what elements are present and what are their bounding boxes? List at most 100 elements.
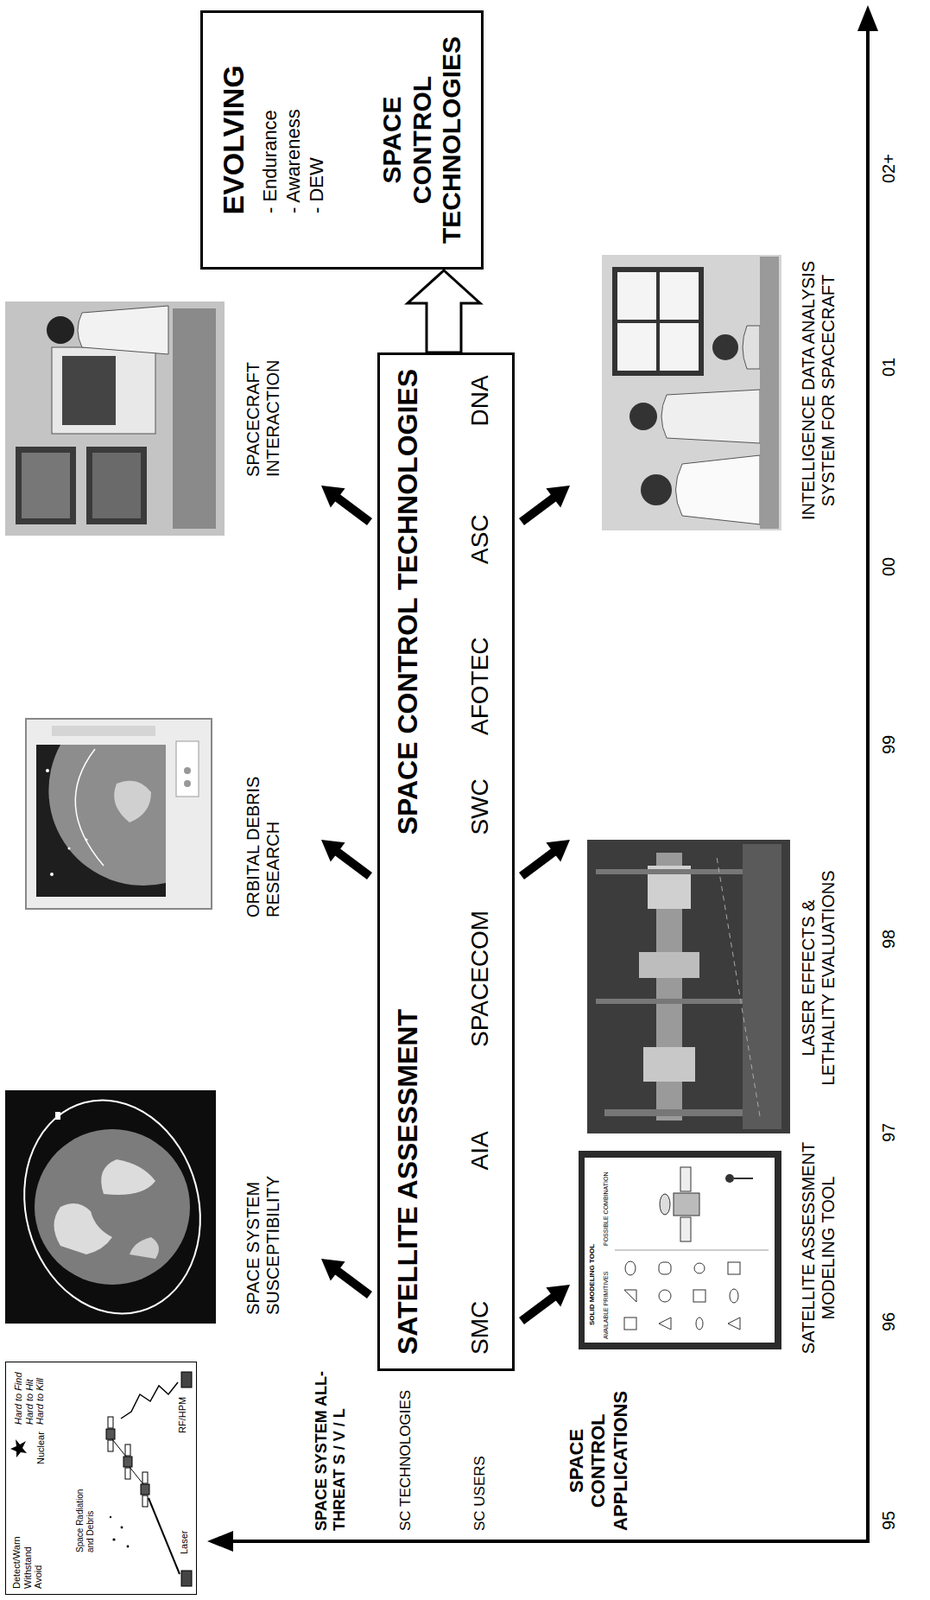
modeling-screen (693, 1289, 706, 1302)
threat-illustration (181, 1569, 192, 1586)
threat-illustration (125, 1443, 131, 1456)
modeling-screen (727, 1316, 741, 1329)
box-heading: SPACE CONTROL TECHNOLOGIES (392, 368, 424, 835)
analysts-photo (742, 325, 760, 369)
pointer-arrow (321, 1258, 373, 1298)
earth-photo (34, 1128, 190, 1285)
threat-illustration (107, 1416, 114, 1428)
bullet-text: - Awareness (282, 108, 304, 214)
user-abbrev: ASC (466, 513, 494, 564)
threat-illustration (112, 1537, 115, 1540)
image-caption: ORBITAL DEBRIS RESEARCH (243, 735, 284, 918)
process-box: EVOLVING - Endurance- Awareness- DEW SPACE… (200, 10, 484, 270)
threat-illustration (120, 1525, 124, 1529)
threat-illustration (126, 1544, 130, 1548)
axis-line (229, 1538, 870, 1543)
modeling-screen (614, 1249, 769, 1251)
user-abbrev: SPACECOM (466, 910, 494, 1047)
modeling-screen (625, 1260, 636, 1275)
monitor-photo (36, 744, 166, 897)
lab-photo (46, 316, 75, 344)
threat-illustration (109, 1515, 112, 1518)
image-caption: SPACE SYSTEM SUSCEPTIBILITY (243, 1132, 284, 1315)
user-abbrev: AIA (466, 1130, 494, 1170)
modeling-screen (659, 1193, 671, 1215)
threat-illustration (181, 1371, 192, 1387)
row-label: SC USERS (471, 1455, 489, 1531)
earth-photo (5, 1089, 216, 1323)
modeling-screen (680, 1166, 691, 1191)
box-heading: SPACE CONTROL TECHNOLOGIES (377, 36, 468, 244)
monitor-photo (75, 748, 104, 866)
process-box: SATELLITE ASSESSMENT SPACE CONTROL TECHNO… (377, 352, 515, 1371)
threat-illustration (125, 1467, 131, 1479)
earth-photo (54, 1202, 114, 1254)
tick-label: 02+ (879, 153, 899, 184)
lab-photo (15, 446, 76, 525)
threat-illustration (10, 1438, 27, 1457)
monitor-photo (51, 725, 156, 736)
earth-photo (0, 1079, 224, 1333)
earth-photo (0, 1079, 224, 1333)
threat-note: Detect/Warn Withstand Avoid (11, 1525, 45, 1588)
image-caption: LASER EFFECTS & LETHALITY EVALUATIONS (798, 852, 839, 1103)
threat-note: Laser (178, 1529, 190, 1554)
threat-note: RF/HPM (177, 1396, 189, 1433)
earth-photo (55, 1111, 61, 1120)
threat-illustration (142, 1494, 148, 1506)
pointer-arrow (518, 485, 570, 526)
analysts-photo (656, 269, 660, 374)
monitor-photo (85, 838, 89, 842)
threat-illustration (112, 1438, 127, 1456)
analysts-photo (629, 402, 658, 431)
box-heading: EVOLVING (216, 64, 251, 215)
bullet-text: - Endurance (259, 109, 281, 214)
bullet-text: - DEW (305, 157, 328, 214)
monitor-photo (25, 718, 212, 909)
monitor-photo (176, 740, 199, 797)
monitor-photo (68, 847, 71, 850)
axis-line (207, 1530, 234, 1551)
modeling-screen (584, 1157, 775, 1342)
lab-photo (86, 446, 147, 525)
lab-photo (62, 355, 116, 425)
threat-illustration (106, 1428, 115, 1439)
modeling-screen (578, 1150, 782, 1349)
tick-label: 00 (879, 556, 899, 576)
laser-photo (638, 951, 700, 978)
user-abbrev: SMC (466, 1300, 494, 1354)
laser-photo (587, 839, 791, 1133)
analysts-photo (601, 254, 782, 531)
modeling-screen (658, 1316, 671, 1329)
hollow-arrow (407, 270, 481, 353)
modeling-screen (624, 1316, 637, 1329)
box-heading: SATELLITE ASSESSMENT (392, 1008, 424, 1354)
image-caption: SPACECRAFT INTERACTION (243, 359, 284, 477)
row-label: SC TECHNOLOGIES (397, 1389, 415, 1531)
analysts-photo (676, 455, 761, 525)
modeling-screen (673, 1192, 700, 1215)
modeling-screen (727, 1261, 741, 1274)
modeling-screen (658, 1261, 671, 1274)
laser-photo (643, 1046, 696, 1082)
lab-photo (5, 301, 225, 536)
pointer-arrow (321, 485, 373, 526)
analysts-photo (640, 474, 672, 506)
threat-note: Space Radiation and Debris (75, 1472, 95, 1552)
lab-photo (92, 452, 141, 519)
modeling-screen (624, 1289, 637, 1302)
monitor-photo (183, 766, 191, 774)
image-caption: INTELLIGENCE DATA ANALYSIS SYSTEM FOR SP… (798, 230, 839, 551)
user-abbrev: DNA (466, 374, 494, 426)
analysts-photo (759, 256, 779, 529)
threat-note: Nuclear (35, 1430, 47, 1464)
axis-line (866, 25, 870, 1541)
threat-note: Hard to Find Hard to Hit Hard to Kill (12, 1361, 46, 1424)
monitor-photo (50, 872, 54, 876)
tick-label: 97 (879, 1122, 899, 1142)
threat-illustration (107, 1439, 114, 1451)
threat-illustration (140, 1483, 150, 1494)
lab-photo (172, 308, 216, 529)
axis-line (857, 5, 879, 32)
